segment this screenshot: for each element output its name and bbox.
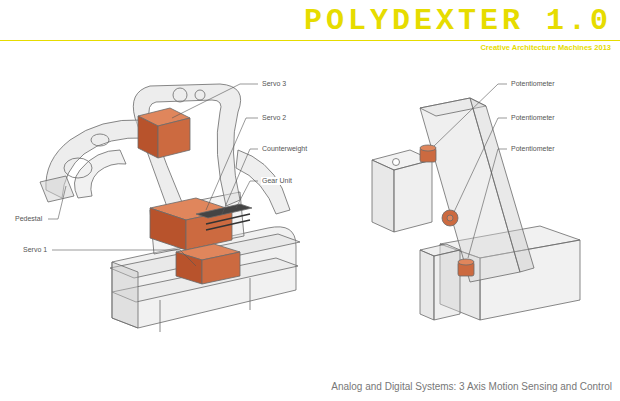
caption: Analog and Digital Systems: 3 Axis Motio… (331, 381, 612, 393)
leader-lines (434, 84, 507, 258)
page-title: POLYDEXTER 1.0 (304, 4, 612, 38)
robot-arm (40, 84, 300, 332)
part-label: Potentiometer (510, 80, 556, 88)
part-label: Servo 2 (261, 114, 287, 122)
part-label: Potentiometer (510, 114, 556, 122)
part-label: Servo 3 (261, 80, 287, 88)
part-label: Pedestal (14, 215, 43, 223)
part-label: Potentiometer (510, 145, 556, 153)
part-label: Servo 1 (22, 246, 48, 254)
part-label: Counterweight (261, 145, 308, 153)
leader-lines (48, 84, 258, 266)
sensor-model (372, 98, 580, 320)
subtitle: Creative Architecture Machines 2013 (479, 44, 612, 52)
header-rule (0, 40, 620, 41)
part-label: Gear Unit (261, 177, 293, 185)
